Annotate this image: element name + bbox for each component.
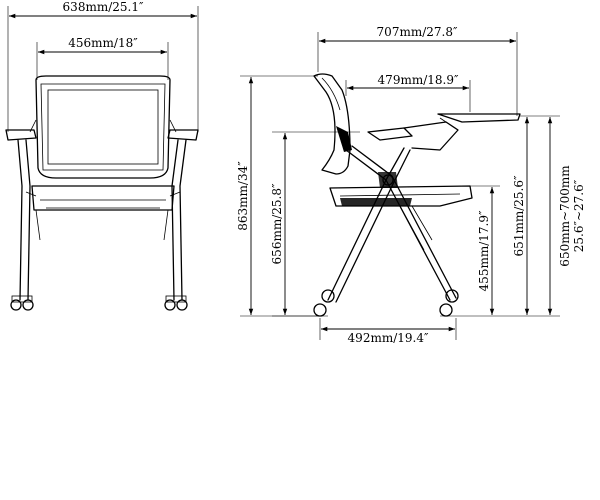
front-left-armrest: [5, 129, 37, 141]
side-armrest: [367, 127, 413, 141]
front-seat: [31, 185, 175, 211]
side-view: 707mm/27.8″ 479mm/18.9″ 863mm/34″ 656mm/…: [236, 25, 586, 345]
front-width-label: 638mm/25.1″: [63, 0, 144, 14]
front-backrest-frame: [35, 75, 171, 179]
front-backrest-inner-frame: [40, 83, 166, 171]
front-back-hinges: [29, 119, 177, 133]
side-rear-leg: [327, 147, 405, 301]
front-view: 638mm/25.1″ 456mm/18″: [5, 0, 199, 311]
total-height-label: 863mm/34″: [236, 161, 250, 231]
side-rear-caster: [313, 289, 335, 317]
side-tablet-support: [439, 117, 459, 131]
front-left-caster: [10, 295, 34, 311]
tablet-depth-label: 479mm/18.9″: [378, 73, 459, 87]
height-range-mm-label: 650mm~700mm: [558, 165, 572, 267]
side-seat-line: [339, 193, 461, 197]
base-depth-label: 492mm/19.4″: [348, 331, 429, 345]
side-writing-tablet: [437, 113, 521, 123]
front-backrest-mesh: [47, 89, 159, 165]
tablet-height-label: 651mm/25.6″: [512, 175, 526, 256]
side-front-leg-inner: [351, 145, 457, 299]
front-right-armrest: [167, 129, 199, 141]
side-front-leg: [345, 149, 451, 301]
seat-height-label: 455mm/17.9″: [477, 210, 491, 291]
armrest-height-label: 656mm/25.8″: [270, 183, 284, 264]
front-seat-edge: [40, 199, 166, 209]
depth-label: 707mm/27.8″: [377, 25, 458, 39]
front-lower-support: [35, 209, 169, 241]
side-backrest: [313, 73, 351, 175]
back-width-label: 456mm/18″: [68, 36, 138, 50]
side-pivot-bracket: [378, 172, 398, 188]
front-right-leg: [171, 139, 187, 301]
side-rear-leg-inner: [335, 149, 411, 303]
side-lower-links: [399, 205, 433, 251]
front-seat-brackets: [25, 191, 181, 197]
side-seat: [329, 185, 473, 207]
side-backrest-hinge: [336, 126, 352, 152]
front-left-leg: [17, 139, 31, 301]
side-backrest-edge: [321, 77, 341, 111]
front-right-caster: [164, 295, 188, 311]
height-range-in-label: 25.6″~27.6″: [572, 179, 586, 252]
side-front-caster: [439, 289, 459, 317]
